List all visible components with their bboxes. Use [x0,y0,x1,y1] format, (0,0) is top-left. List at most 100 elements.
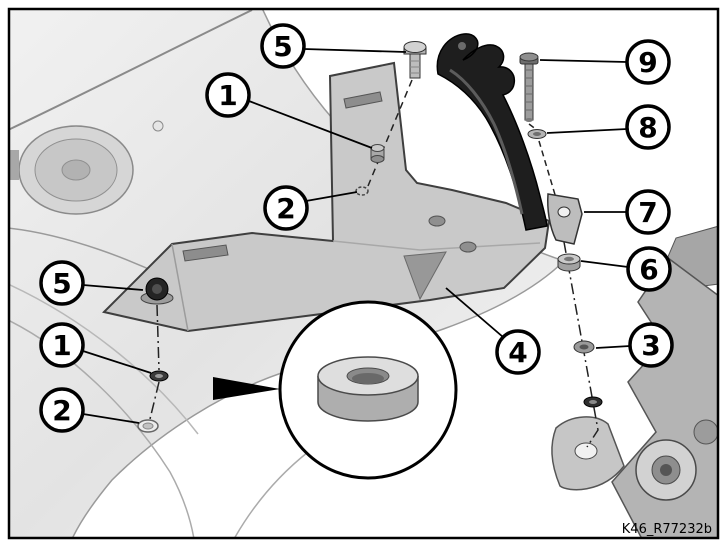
fork-cap-bolt-center [660,464,672,476]
washer-3-dark [583,396,603,408]
callout-2-left: 2 [39,387,140,433]
callout-8-label: 8 [638,111,657,144]
tank-top-edge [10,10,253,131]
plate-slot-left [182,244,229,262]
callout-1-left: 1 [39,322,152,374]
tank-rear-bracket [551,416,625,491]
support-strap [547,193,583,245]
callout-1-top-label: 1 [218,79,237,112]
detail-inset [213,300,458,480]
callout-9: 9 [539,39,671,85]
leader-1-top [248,100,373,149]
callout-2-left-label: 2 [52,394,71,427]
mount-hole-top [355,186,369,196]
handle-bracket [436,33,548,231]
fuel-filler-cap [18,125,134,215]
leader-8 [546,128,628,134]
grommet-3 [573,340,595,354]
callout-5-top-circle [260,23,306,69]
washer-3-hole [589,400,597,404]
callout-5-left-circle [39,260,85,306]
tank-vent-dot [152,120,164,132]
screw-left-head-center [152,284,162,294]
leader-2-top [305,191,358,202]
callout-5-top-label: 5 [273,30,292,63]
leader-6 [580,260,629,268]
ring-hole-shadow [352,373,384,384]
bolt-tip [525,118,533,122]
support-strap-hole [557,206,571,218]
leader-2-left [82,413,140,424]
callout-4: 4 [445,287,541,375]
callout-1-left-label: 1 [52,329,71,362]
callout-3: 3 [595,322,674,368]
plate-hole-2 [459,241,477,253]
bolt-shaft [524,63,534,121]
inset-spacer-ring [317,356,419,422]
callout-6: 6 [580,246,672,292]
callout-2-top: 2 [263,185,358,231]
callout-4-circle [495,329,541,375]
sleeve-bottom [370,155,385,163]
callout-5-left-label: 5 [52,267,71,300]
tank-rear-bracket-hole [574,442,598,460]
frame-border [7,7,720,540]
plate-shade-line [332,240,541,251]
fork-boss [693,419,717,445]
callout-5-top: 5 [260,23,407,69]
bolt-right [519,52,539,122]
mount-hole-left [137,419,159,433]
callout-3-circle [628,322,674,368]
bolt-threads [525,69,533,111]
callout-5-left: 5 [39,260,144,306]
plate-slot-arm [343,91,383,109]
callout-1-top-circle [205,72,251,118]
callout-8-circle [625,104,671,150]
spacer-6 [557,253,581,272]
plate-hole-1 [428,215,446,227]
washer-8 [527,129,547,139]
sleeve-top [370,144,385,152]
callout-2-top-circle [263,185,309,231]
screw-top-threads [410,60,420,74]
callout-9-circle [625,39,671,85]
callout-6-circle [626,246,672,292]
leader-5-top [303,48,407,53]
bolt-head-top [519,52,539,62]
drawing-code: K46_R77232b [622,522,712,537]
mount-hole-left-inner [142,422,154,430]
dashed-line-bolt [528,123,557,199]
support-strap-body [547,193,583,245]
callout-7-circle [625,189,671,235]
callout-7-label: 7 [638,196,657,229]
leader-4 [445,287,504,338]
callout-6-label: 6 [639,253,658,286]
washer-left-hole [155,374,163,378]
leader-3 [595,345,631,349]
filler-cap-center [61,159,91,181]
grommet-3-hole [579,344,589,350]
callout-1-left-circle [39,322,85,368]
callout-7: 7 [584,189,671,235]
screw-top-shaft [409,53,421,79]
callout-9-label: 9 [638,46,657,79]
screw-top [403,41,427,79]
centerline-left [149,304,160,420]
tank-sticker [10,150,19,180]
centerline-right [563,241,599,448]
handle-hole [458,42,466,50]
callout-3-label: 3 [641,329,660,362]
magnify-arrow [213,377,280,400]
spacer-6-hole [564,256,574,262]
callout-1-top: 1 [205,72,373,149]
handle-highlight [449,68,524,215]
callout-8: 8 [546,104,671,150]
callout-2-left-circle [39,387,85,433]
washer-left [149,370,169,382]
screw-top-head [403,41,427,53]
plate-cutout-triangle [403,251,447,301]
leader-5-left [82,284,144,291]
washer-8-hole [533,132,541,136]
spacer-sleeve-top [370,144,385,163]
